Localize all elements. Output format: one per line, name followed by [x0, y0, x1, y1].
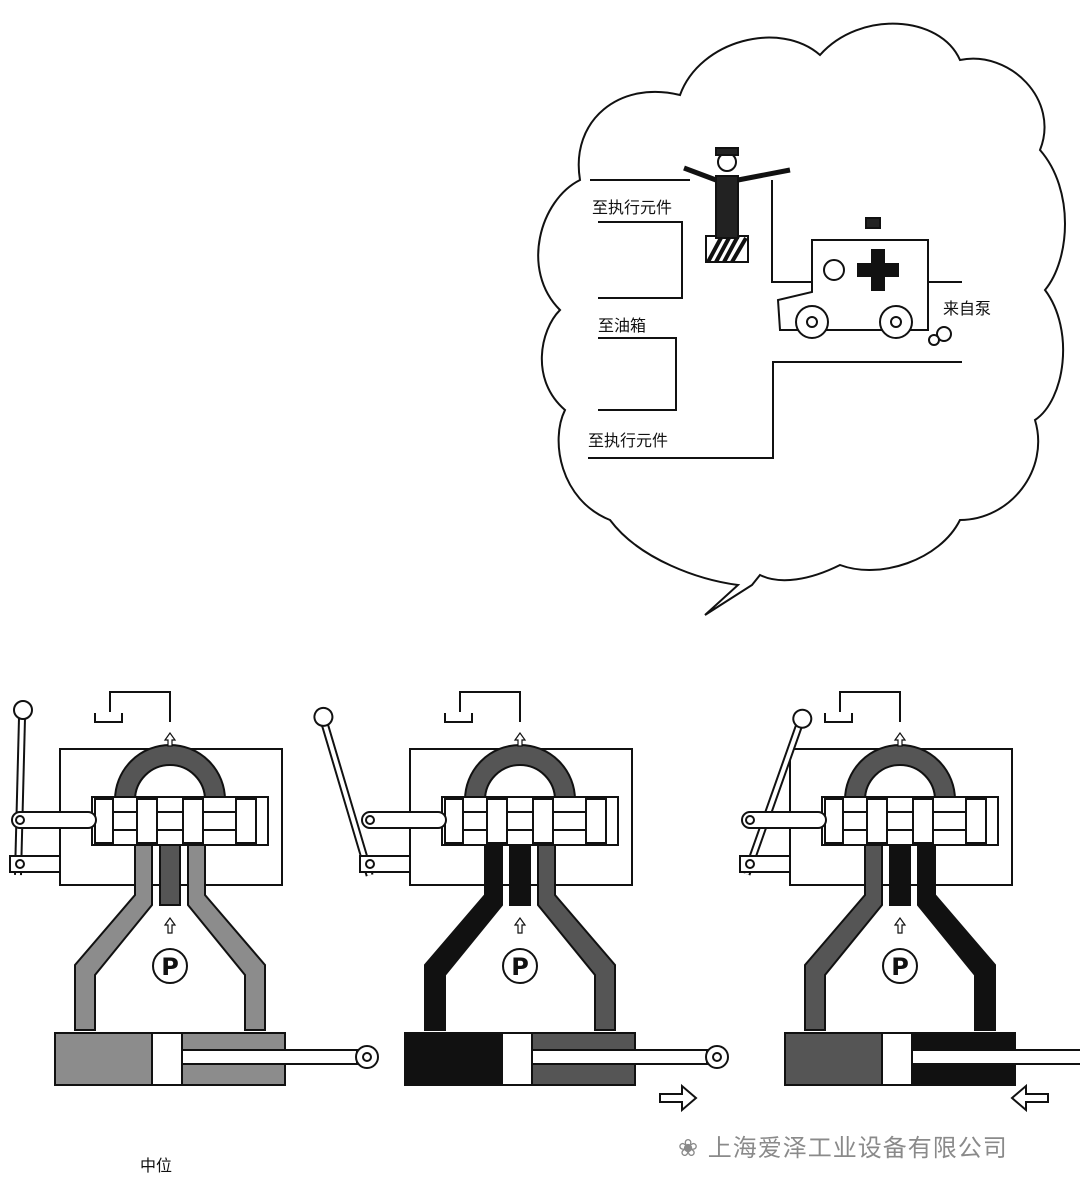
tank-bracket: [94, 713, 123, 723]
spool-land: [444, 798, 464, 844]
road-lines: [588, 179, 962, 459]
spool-land: [912, 798, 934, 844]
tank-bracket: [839, 691, 901, 722]
pressure-port-circle: [502, 948, 538, 984]
cylinder-piston: [501, 1032, 533, 1086]
tank-bracket: [824, 713, 853, 723]
lever-knob: [13, 700, 33, 720]
cylinder-piston: [151, 1032, 183, 1086]
spool-land: [824, 798, 844, 844]
lever-knob: [313, 706, 334, 727]
lever-shaft: [16, 717, 24, 876]
pivot: [365, 859, 375, 869]
cylinder-left-chamber: [784, 1032, 886, 1086]
pressure-port-label: P: [511, 953, 529, 981]
right-channel: [537, 844, 616, 1031]
flow-arrow-icon: [163, 731, 177, 747]
flow-arrow-icon: [163, 916, 177, 934]
pressure-channel: [889, 844, 911, 906]
cylinder-left-chamber: [404, 1032, 506, 1086]
spool-land: [136, 798, 158, 844]
cylinder-left-chamber: [54, 1032, 156, 1086]
rod-eye-hole: [712, 1052, 722, 1062]
tank-bracket: [109, 691, 171, 722]
spool-land: [965, 798, 987, 844]
label-to-tank: 至油箱: [598, 316, 647, 335]
label-to-actuator-top: 至执行元件: [592, 198, 673, 217]
valve-shift-left: P: [313, 691, 729, 1113]
flow-arrow-icon: [893, 731, 907, 747]
control-lever: [313, 706, 374, 877]
spool-land: [486, 798, 508, 844]
caption-neutral: 中位: [140, 1156, 173, 1175]
spool-land: [866, 798, 888, 844]
pivot: [365, 815, 375, 825]
control-lever: [742, 708, 813, 876]
pressure-port-circle: [152, 948, 188, 984]
cylinder-piston: [881, 1032, 913, 1086]
spool-rod: [109, 811, 241, 831]
left-channel: [74, 844, 153, 1031]
left-channel: [424, 844, 503, 1031]
pivot: [745, 815, 755, 825]
ambulance: [776, 217, 952, 346]
spool-land: [94, 798, 114, 844]
pivot: [745, 859, 755, 869]
right-channel: [187, 844, 266, 1031]
move-right-arrow-icon: [659, 1083, 698, 1113]
pressure-channel: [509, 844, 531, 906]
link-arm: [361, 811, 447, 829]
flow-arrow-icon: [513, 916, 527, 934]
spool-land: [182, 798, 204, 844]
piston-rod: [531, 1049, 708, 1065]
piston-rod: [181, 1049, 358, 1065]
pressure-channel: [159, 844, 181, 906]
piston-rod: [911, 1049, 1080, 1065]
pivot: [15, 815, 25, 825]
control-lever: [13, 700, 33, 876]
label-to-actuator-bottom: 至执行元件: [588, 431, 669, 450]
valve-shift-right: P: [739, 691, 1080, 1113]
spool-land: [585, 798, 607, 844]
rod-eye-hole: [362, 1052, 372, 1062]
pressure-port-label: P: [161, 953, 179, 981]
move-left-arrow-icon: [1010, 1083, 1049, 1113]
valve-neutral: P: [9, 691, 379, 1086]
pressure-port-label: P: [891, 953, 909, 981]
spool-rod: [839, 811, 971, 831]
left-channel: [804, 844, 883, 1031]
pressure-port-circle: [882, 948, 918, 984]
link-arm: [741, 811, 827, 829]
lever-knob: [792, 708, 813, 729]
traffic-policeman: [683, 147, 791, 264]
lever-shaft: [744, 725, 801, 875]
lever-shaft: [323, 724, 372, 876]
pivot: [15, 859, 25, 869]
flow-arrow-icon: [513, 731, 527, 747]
spool-land: [235, 798, 257, 844]
link-arm: [11, 811, 97, 829]
label-from-pump: 来自泵: [943, 299, 992, 318]
flow-arrow-icon: [893, 916, 907, 934]
watermark-text: 上海爱泽工业设备有限公司: [707, 1134, 1008, 1162]
tank-bracket: [459, 691, 521, 722]
watermark: ❀ 上海爱泽工业设备有限公司: [678, 1128, 1008, 1163]
tank-bracket: [444, 713, 473, 723]
spool-rod: [459, 811, 591, 831]
spool-land: [532, 798, 554, 844]
right-channel: [917, 844, 996, 1031]
wechat-icon: ❀: [678, 1134, 700, 1162]
